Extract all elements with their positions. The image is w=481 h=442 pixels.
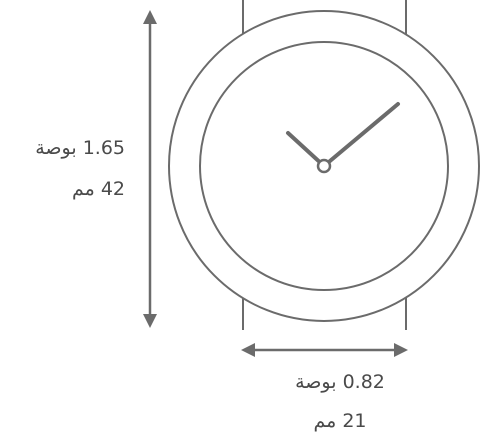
width-inches-label: 0.82 بوصة [295, 371, 385, 393]
width-arrowhead-right [394, 343, 408, 357]
minute-hand [322, 102, 400, 168]
height-arrowhead-top [143, 10, 157, 24]
watch-strap [242, 0, 407, 330]
height-arrow [143, 10, 157, 328]
watch-hands [286, 102, 400, 168]
hand-pivot [316, 158, 332, 174]
width-arrow [241, 343, 408, 357]
width-mm-label: 21 مم [313, 410, 367, 432]
width-arrowhead-left [241, 343, 255, 357]
height-arrowhead-bottom [143, 314, 157, 328]
height-mm-label: 42 مم [71, 178, 125, 200]
hour-hand [286, 131, 326, 168]
height-inches-label: 1.65 بوصة [35, 137, 125, 159]
